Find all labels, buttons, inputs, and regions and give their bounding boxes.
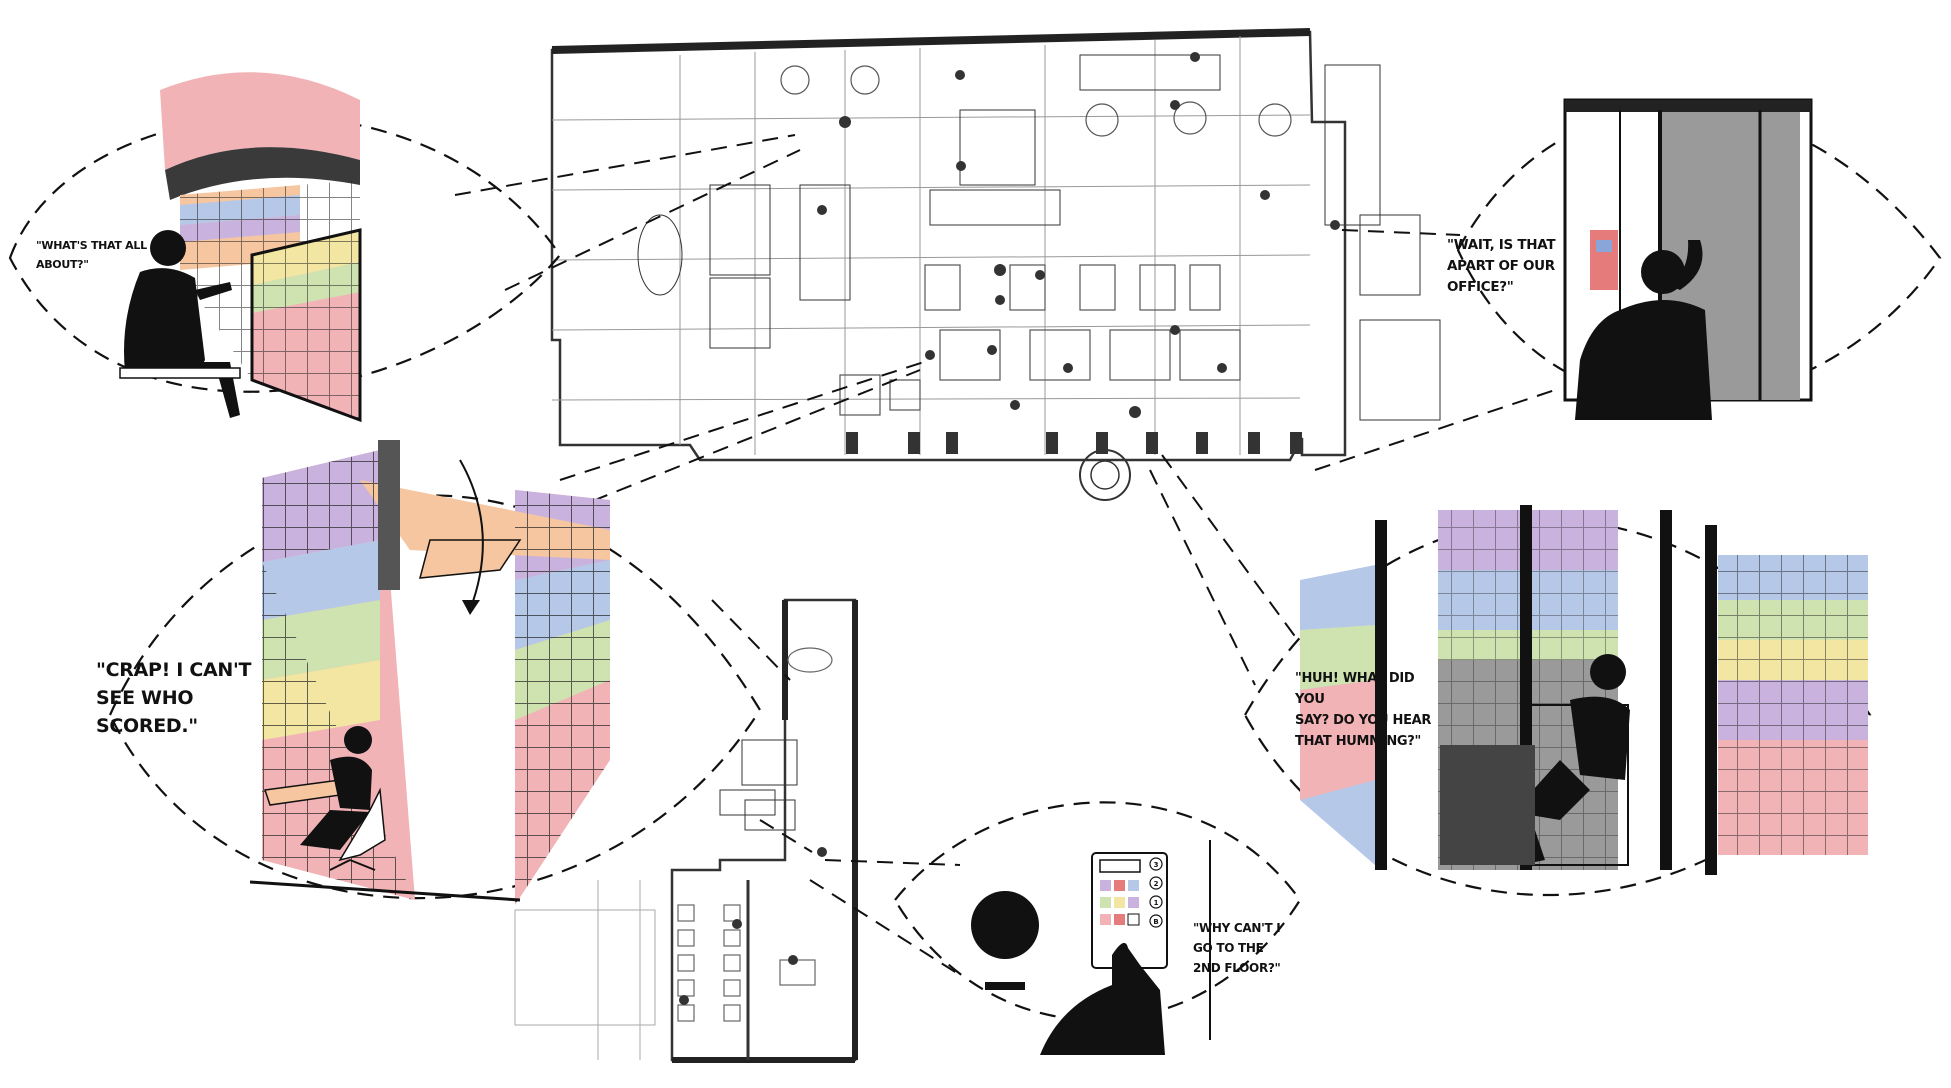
ground-floor-plan <box>550 28 1441 501</box>
vignette-tv-room-illustration <box>249 440 610 905</box>
elevator-floor-buttons <box>1149 857 1163 928</box>
booth-quote: "WHAT'S THAT ALL ABOUT?" <box>36 239 147 271</box>
entry-quote: "WAIT, IS THAT APART OF OUR OFFICE?" <box>1447 237 1556 295</box>
elevator-button-label: 3 <box>1154 861 1159 869</box>
elevator-button-label: 2 <box>1154 880 1159 888</box>
vignette-window-illustration <box>1300 505 1868 875</box>
elevator-button-label: B <box>1153 918 1158 926</box>
window-quote: "HUH! WHAT DID YOU SAY? DO YOU HEAR THAT… <box>1295 671 1432 749</box>
connector-lines <box>454 134 1556 976</box>
elevator-button-label: 1 <box>1154 899 1159 907</box>
vignette-elevator-illustration: 3 2 1 B <box>971 840 1211 1055</box>
elevator-quote: "WHY CAN'T I GO TO THE 2ND FLOOR?" <box>1193 921 1281 975</box>
second-floor-plan <box>514 598 858 1063</box>
vignette-entry-illustration <box>1563 98 1813 420</box>
tv-room-quote: "CRAP! I CAN'T SEE WHO SCORED." <box>96 659 252 737</box>
vignette-booth-illustration <box>119 72 362 423</box>
